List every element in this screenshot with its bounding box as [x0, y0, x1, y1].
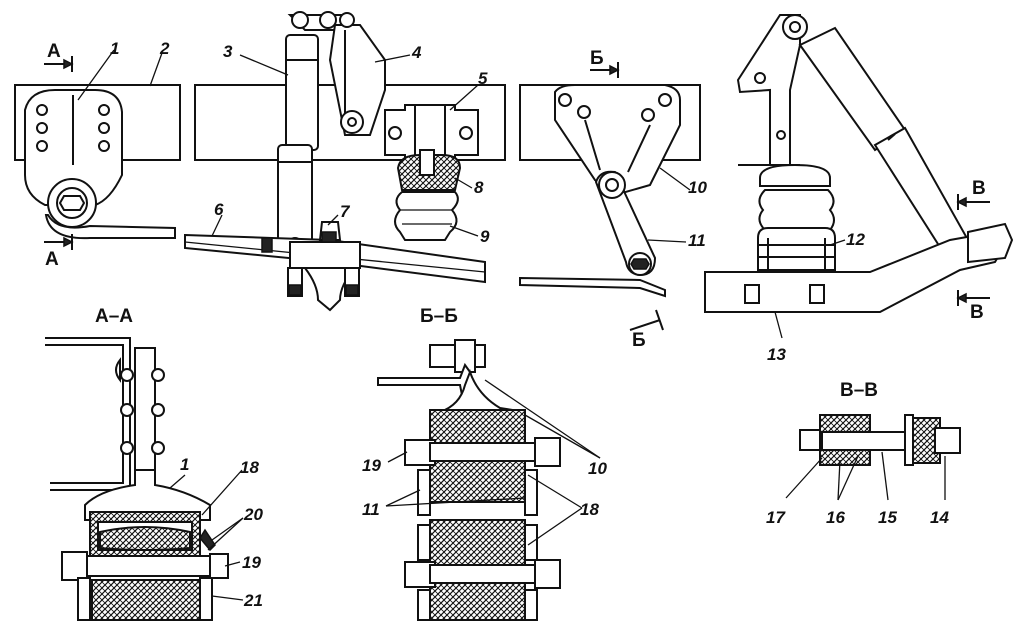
callout-18-aa: 18 [201, 458, 259, 516]
callout-11-label: 11 [688, 231, 706, 250]
callout-2: 2 [149, 39, 170, 87]
callout-6: 6 [211, 200, 224, 237]
leaf-spring-right [519, 276, 666, 298]
shock-absorber-right [798, 26, 907, 152]
section-title-aa: А–А [95, 306, 133, 327]
callout-18-aa-label: 18 [240, 458, 259, 477]
section-mark-a-top: А [44, 41, 74, 72]
callout-11: 11 [647, 231, 706, 250]
callout-1-label: 1 [110, 39, 119, 58]
frame-web-aa [45, 337, 131, 491]
callout-21: 21 [211, 591, 263, 610]
callout-19-aa-label: 19 [242, 553, 261, 572]
rebound-bracket [328, 24, 386, 136]
callout-6-label: 6 [214, 200, 224, 219]
callout-21-label: 21 [243, 591, 263, 610]
callout-1-aa: 1 [169, 455, 189, 489]
callout-3: 3 [223, 42, 289, 76]
callout-7: 7 [327, 202, 351, 226]
callout-1-aa-label: 1 [180, 455, 189, 474]
callout-20: 20 [207, 505, 263, 551]
panel-axle-side [704, 14, 1014, 313]
bracket-body-aa [84, 469, 211, 521]
section-title-vv: В–В [840, 380, 878, 401]
bushing-lower-aa [91, 579, 201, 621]
callout-12: 12 [829, 230, 865, 249]
callout-11-bb: 11 [362, 489, 526, 519]
callout-10: 10 [659, 167, 707, 197]
callout-18-bb-label: 18 [580, 500, 599, 519]
section-mark-b-top-label: Б [590, 48, 604, 69]
section-mark-a-bottom: А [44, 234, 74, 270]
callout-16-label: 16 [826, 508, 845, 527]
callout-7-label: 7 [340, 202, 351, 221]
section-mark-v-top: В [956, 178, 990, 210]
callout-19-aa: 19 [224, 553, 261, 572]
callout-19-bb-label: 19 [362, 456, 381, 475]
callout-5: 5 [449, 69, 488, 111]
callout-19-bb: 19 [362, 451, 408, 475]
bump-stop [394, 191, 459, 241]
panel-shock-and-bumpstop [184, 11, 506, 312]
callout-8-label: 8 [474, 178, 484, 197]
bumpstop-bracket [384, 104, 479, 161]
eye-bolt-head [58, 195, 86, 211]
callout-1: 1 [77, 39, 119, 101]
section-mark-b-bottom: Б [629, 309, 664, 351]
shock-absorber-upper [285, 34, 319, 151]
bracket-plate-aa [134, 347, 156, 489]
leaf-spring-left [44, 214, 176, 240]
callout-15: 15 [878, 451, 897, 527]
callout-2-label: 2 [159, 39, 170, 58]
callout-12-label: 12 [846, 230, 865, 249]
callout-13: 13 [767, 311, 786, 364]
callout-14: 14 [930, 456, 949, 527]
callout-3-label: 3 [223, 42, 233, 61]
section-mark-v-bottom-label: В [970, 302, 984, 323]
section-mark-v-bottom: В [956, 290, 990, 323]
air-spring [759, 163, 831, 187]
callout-8: 8 [454, 177, 484, 197]
callout-10-bb-label: 10 [588, 459, 607, 478]
section-mark-b-bottom-label: Б [632, 330, 646, 351]
air-spring-clamp [757, 227, 836, 271]
section-mark-a-top-label: А [47, 41, 61, 62]
section-vv-drawing [799, 414, 961, 466]
section-mark-v-top-label: В [972, 178, 986, 199]
callout-4-label: 4 [411, 43, 422, 62]
section-aa-drawing [45, 337, 229, 621]
section-title-bb: Б–Б [420, 306, 458, 327]
callout-15-label: 15 [878, 508, 897, 527]
axle-clamp [289, 241, 361, 269]
callout-18-bb: 18 [527, 474, 599, 546]
callout-17: 17 [766, 457, 823, 527]
callout-14-label: 14 [930, 508, 949, 527]
callout-10-label: 10 [688, 178, 707, 197]
section-mark-a-bottom-label: А [45, 249, 59, 270]
shock-absorber-lower [277, 144, 313, 246]
callout-9: 9 [449, 225, 490, 246]
section-mark-b-top: Б [590, 48, 620, 78]
panel-rear-shackle [519, 84, 701, 298]
callout-16: 16 [826, 455, 859, 527]
callout-4: 4 [374, 43, 422, 63]
callout-13-label: 13 [767, 345, 786, 364]
callout-20-label: 20 [243, 505, 263, 524]
panel-front-spring-eye [14, 84, 181, 240]
callout-9-label: 9 [480, 227, 490, 246]
callout-11-bb-label: 11 [362, 500, 380, 519]
callout-10-bb: 10 [484, 379, 607, 478]
callout-17-label: 17 [766, 508, 786, 527]
section-bb-drawing [377, 339, 561, 621]
callout-5-label: 5 [478, 69, 488, 88]
